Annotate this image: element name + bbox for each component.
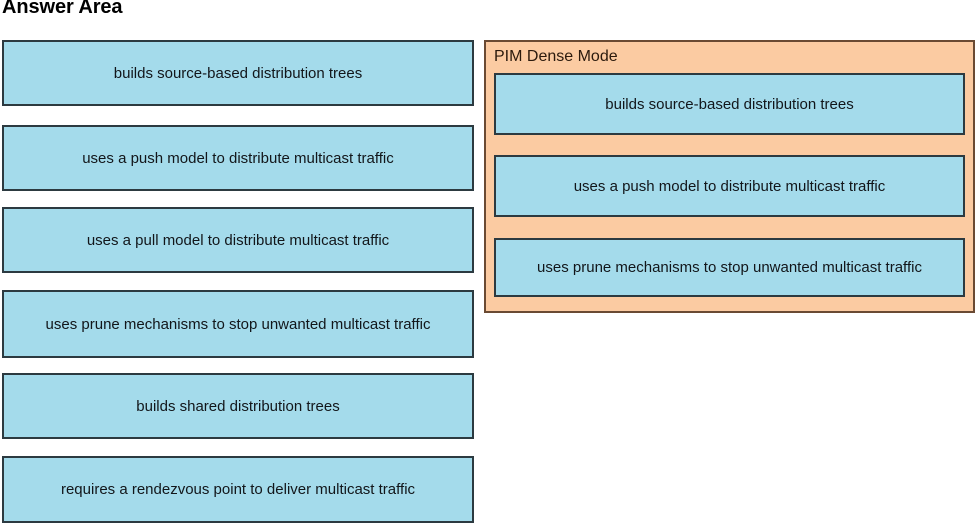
answer-option-2-label: uses a push model to distribute multicas… xyxy=(573,177,886,195)
pool-option-2-label: uses a push model to distribute multicas… xyxy=(82,149,394,167)
answer-option-3[interactable]: uses prune mechanisms to stop unwanted m… xyxy=(494,238,965,297)
pool-option-6-label: requires a rendezvous point to deliver m… xyxy=(60,481,416,498)
pool-option-5-label: builds shared distribution trees xyxy=(136,397,340,415)
answer-option-2[interactable]: uses a push model to distribute multicas… xyxy=(494,155,965,217)
pool-option-3-label: uses a pull model to distribute multicas… xyxy=(86,231,390,249)
page-title: Answer Area xyxy=(2,0,123,18)
pool-option-6[interactable]: requires a rendezvous point to deliver m… xyxy=(2,456,474,523)
pool-option-1[interactable]: builds source-based distribution trees xyxy=(2,40,474,106)
answer-option-1-label: builds source-based distribution trees xyxy=(605,95,854,113)
draggable-options-pool: builds source-based distribution trees u… xyxy=(0,0,476,525)
answer-drop-zone-title: PIM Dense Mode xyxy=(494,48,618,65)
answer-option-3-label: uses prune mechanisms to stop unwanted m… xyxy=(537,259,922,276)
answer-drop-zone-pim-dense-mode[interactable]: PIM Dense Mode builds source-based distr… xyxy=(484,40,975,313)
pool-option-1-label: builds source-based distribution trees xyxy=(113,64,363,82)
pool-option-4[interactable]: uses prune mechanisms to stop unwanted m… xyxy=(2,290,474,358)
pool-option-5[interactable]: builds shared distribution trees xyxy=(2,373,474,439)
answer-option-1[interactable]: builds source-based distribution trees xyxy=(494,73,965,135)
pool-option-3[interactable]: uses a pull model to distribute multicas… xyxy=(2,207,474,273)
pool-option-4-label: uses prune mechanisms to stop unwanted m… xyxy=(45,315,431,333)
pool-option-2[interactable]: uses a push model to distribute multicas… xyxy=(2,125,474,191)
